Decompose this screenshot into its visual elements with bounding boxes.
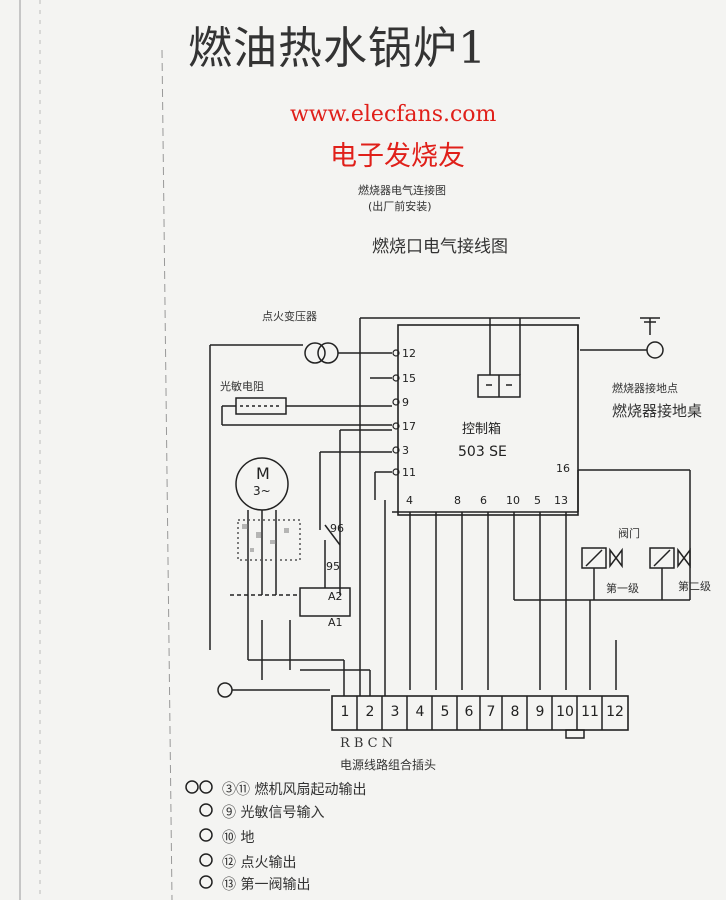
terminal-8: 8 <box>454 494 461 507</box>
stage1-label: 第一级 <box>606 582 639 595</box>
diagram-header-line2: (出厂前安装) <box>368 200 432 213</box>
motor-phase-label: 3~ <box>253 484 271 498</box>
terminal-10: 10 <box>506 494 520 507</box>
page-title: 燃油热水锅炉1 <box>188 23 487 74</box>
photoresistor-label: 光敏电阻 <box>220 380 264 393</box>
diagram-header-line1: 燃烧器电气连接图 <box>358 184 446 197</box>
terminal-15: 15 <box>402 372 416 385</box>
plug-pin-7: 7 <box>486 704 496 720</box>
note-3: ⑩ 地 <box>222 830 255 846</box>
terminal-9: 9 <box>402 396 409 409</box>
watermark-cn: 电子发烧友 <box>330 141 465 172</box>
terminal-6: 6 <box>480 494 487 507</box>
plug-pin-11: 11 <box>581 704 599 720</box>
plug-handwritten-labels: R B C N <box>340 736 394 751</box>
plug-pin-5: 5 <box>440 704 450 720</box>
contactor-a1: A1 <box>328 616 343 629</box>
valve-label: 阀门 <box>618 527 640 540</box>
contact-96: 96 <box>330 522 344 535</box>
plug-pin-2: 2 <box>365 704 375 720</box>
plug-caption: 电源线路组合插头 <box>340 758 437 772</box>
watermark-url: www.elecfans.com <box>290 102 497 127</box>
motor-label: M <box>256 464 270 483</box>
plug-pin-4: 4 <box>415 704 425 720</box>
note-1: ③⑪ 燃机风扇起动输出 <box>222 782 367 798</box>
plug-pin-10: 10 <box>556 704 574 720</box>
plug-pin-8: 8 <box>510 704 520 720</box>
controller-model: 503 SE <box>458 444 507 460</box>
terminal-4: 4 <box>406 494 413 507</box>
ground-point-label: 燃烧器接地点 <box>612 382 678 395</box>
terminal-3: 3 <box>402 444 409 457</box>
stage2-label: 第二级 <box>678 580 711 593</box>
handwritten-diagram-title: 燃烧口电气接线图 <box>372 237 508 257</box>
plug-pin-6: 6 <box>464 704 474 720</box>
plug-pin-1: 1 <box>340 704 350 720</box>
ignition-transformer-label: 点火变压器 <box>262 310 317 323</box>
contactor-a2: A2 <box>328 590 343 603</box>
controller-label: 控制箱 <box>462 422 502 437</box>
plug-pin-12: 12 <box>606 704 624 720</box>
terminal-11: 11 <box>402 466 416 479</box>
note-4: ⑫ 点火输出 <box>222 855 297 871</box>
terminal-12: 12 <box>402 347 416 360</box>
ground-point-handwritten: 燃烧器接地桌 <box>612 402 703 420</box>
note-2: ⑨ 光敏信号输入 <box>222 805 325 821</box>
terminal-13: 13 <box>554 494 568 507</box>
contact-95: 95 <box>326 560 340 573</box>
note-5: ⑬ 第一阀输出 <box>222 877 311 893</box>
plug-pin-3: 3 <box>390 704 400 720</box>
terminal-16: 16 <box>556 462 570 475</box>
terminal-5: 5 <box>534 494 541 507</box>
terminal-17: 17 <box>402 420 416 433</box>
plug-pin-9: 9 <box>535 704 545 720</box>
